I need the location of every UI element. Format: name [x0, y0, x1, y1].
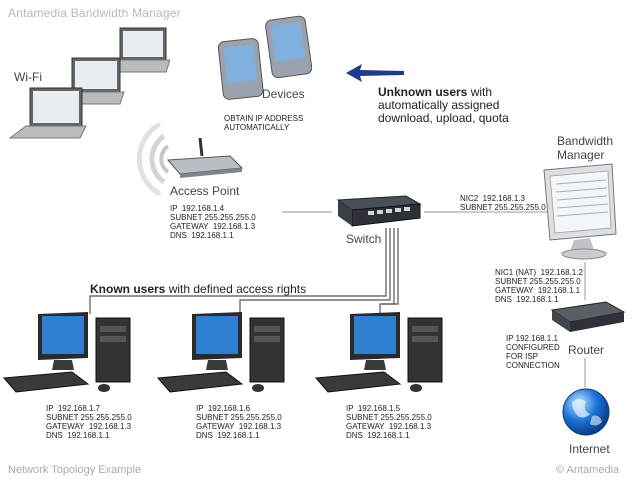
- wireless-waves-icon: [136, 121, 170, 197]
- access-point-icon: [166, 137, 244, 178]
- pc-1-config: IP 192.168.1.7 SUBNET 255.255.255.0 GATE…: [46, 404, 132, 440]
- pc3-cable-b: [382, 228, 399, 305]
- bandwidth-manager-label: Bandwidth Manager: [557, 134, 614, 162]
- unknown-users-text: with automatically assigned download, up…: [378, 85, 509, 125]
- router-config: IP 192.168.1.1 CONFIGURED FOR ISP CONNEC…: [506, 334, 560, 370]
- laptops-icon: [8, 27, 170, 139]
- globe-icon: [562, 388, 610, 436]
- app-title: Antamedia Bandwidth Manager: [8, 6, 181, 20]
- laptop-middle: [63, 57, 125, 105]
- access-point-config: IP 192.168.1.4 SUBNET 255.255.255.0 GATE…: [170, 204, 256, 240]
- devices-label: Devices: [262, 87, 305, 101]
- bm-nic1-config: NIC1 (NAT) 192.168.1.2 SUBNET 255.255.25…: [495, 268, 583, 304]
- known-users-heading: Known users: [90, 282, 166, 296]
- desktop-pc-2-icon: [156, 312, 285, 393]
- wifi-label: Wi-Fi: [14, 70, 42, 84]
- pc-2-config: IP 192.168.1.6 SUBNET 255.255.255.0 GATE…: [196, 404, 282, 440]
- pc2-cable: [239, 228, 391, 314]
- desktop-pc-1-icon: [2, 312, 131, 393]
- pc3-cable: [379, 228, 395, 314]
- router-icon: [550, 301, 626, 332]
- devices-note: OBTAIN IP ADDRESS AUTOMATICALLY: [224, 114, 304, 132]
- bandwidth-manager-monitor-icon: [543, 163, 617, 260]
- unknown-users-heading: Unknown users: [378, 85, 468, 99]
- router-label: Router: [568, 343, 605, 357]
- desktop-pc-3-icon: [314, 312, 443, 393]
- switch-label: Switch: [346, 232, 382, 246]
- unknown-users-note: Unknown users with automatically assigne…: [378, 86, 509, 125]
- footer-copyright: © Antamedia: [556, 464, 620, 476]
- laptop-front: [8, 87, 87, 139]
- pc-3-config: IP 192.168.1.5 SUBNET 255.255.255.0 GATE…: [346, 404, 432, 440]
- bm-nic2-config: NIC2 192.168.1.3 SUBNET 255.255.255.0: [460, 194, 546, 212]
- pc1-cable: [89, 228, 387, 314]
- known-users-text: with defined access rights: [165, 282, 307, 296]
- known-users-note: Known users with defined access rights: [90, 282, 306, 296]
- internet-label: Internet: [569, 442, 610, 456]
- arrow-left-icon: [346, 64, 404, 82]
- footer-caption: Network Topology Example: [8, 464, 142, 476]
- pda-devices-icon: [217, 15, 312, 100]
- switch-icon: [336, 195, 422, 227]
- laptop-back: [111, 27, 170, 73]
- access-point-label: Access Point: [170, 184, 240, 198]
